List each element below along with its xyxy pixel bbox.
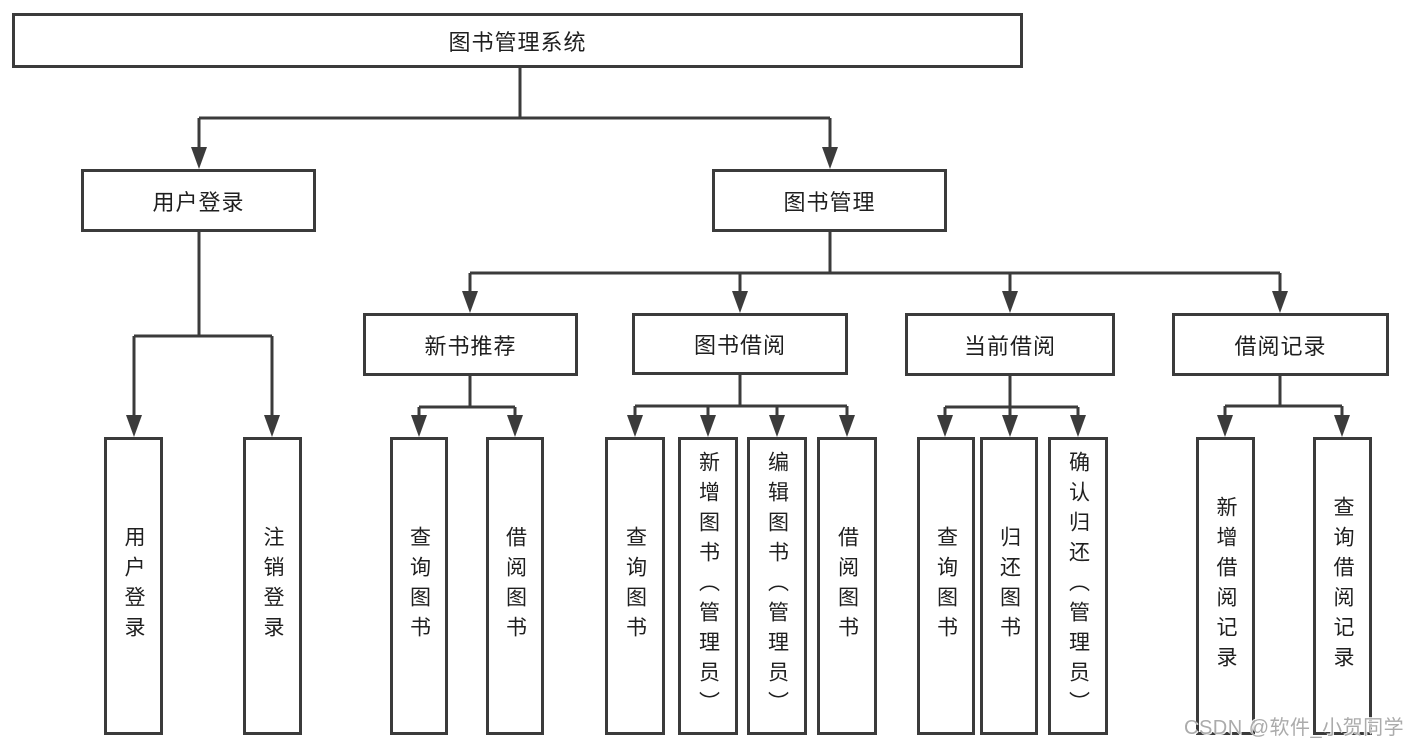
leaf-current-return-books: 归还图书 <box>980 437 1038 735</box>
node-label: 新增图书（管理员） <box>696 451 720 721</box>
node-label: 归还图书 <box>997 526 1021 646</box>
leaf-borrow-query-books: 查询图书 <box>605 437 665 735</box>
node-label: 借阅记录 <box>1234 333 1327 359</box>
node-book-borrow: 图书借阅 <box>632 313 848 375</box>
node-label: 图书管理系统 <box>448 29 587 55</box>
leaf-logout: 注销登录 <box>243 437 302 735</box>
leaf-current-query-books: 查询图书 <box>917 437 975 735</box>
node-system-root: 图书管理系统 <box>12 13 1023 68</box>
leaf-borrow-borrow-books: 借阅图书 <box>817 437 877 735</box>
node-label: 新增借阅记录 <box>1214 496 1237 676</box>
node-label: 查询借阅记录 <box>1331 496 1354 676</box>
node-label: 借阅图书 <box>503 526 527 646</box>
node-label: 确认归还（管理员） <box>1066 451 1090 721</box>
leaf-records-query-record: 查询借阅记录 <box>1313 437 1372 735</box>
node-new-book-recommend: 新书推荐 <box>363 313 578 376</box>
leaf-borrow-edit-books-admin: 编辑图书（管理员） <box>747 437 807 735</box>
node-label: 当前借阅 <box>963 333 1056 359</box>
node-book-management-module: 图书管理 <box>712 169 947 232</box>
node-label: 查询图书 <box>407 526 431 646</box>
leaf-recommend-borrow-books: 借阅图书 <box>486 437 544 735</box>
node-label: 图书借阅 <box>693 333 786 358</box>
leaf-records-add-record: 新增借阅记录 <box>1196 437 1255 735</box>
node-label: 图书管理 <box>783 189 876 215</box>
leaf-recommend-query-books: 查询图书 <box>390 437 448 735</box>
csdn-watermark: CSDN @软件_小贺同学 <box>1184 717 1405 739</box>
node-borrow-records: 借阅记录 <box>1172 313 1389 376</box>
node-label: 借阅图书 <box>835 526 859 646</box>
node-label: 用户登录 <box>122 526 145 646</box>
node-current-borrow: 当前借阅 <box>905 313 1115 376</box>
node-label: 用户登录 <box>152 189 245 215</box>
node-label: 查询图书 <box>934 526 958 646</box>
node-label: 新书推荐 <box>424 333 517 359</box>
node-label: 查询图书 <box>623 526 647 646</box>
leaf-user-login: 用户登录 <box>104 437 163 735</box>
node-label: 编辑图书（管理员） <box>765 451 789 721</box>
leaf-current-confirm-return-admin: 确认归还（管理员） <box>1048 437 1108 735</box>
node-label: 注销登录 <box>261 526 284 646</box>
node-user-login-module: 用户登录 <box>81 169 316 232</box>
leaf-borrow-add-books-admin: 新增图书（管理员） <box>678 437 738 735</box>
